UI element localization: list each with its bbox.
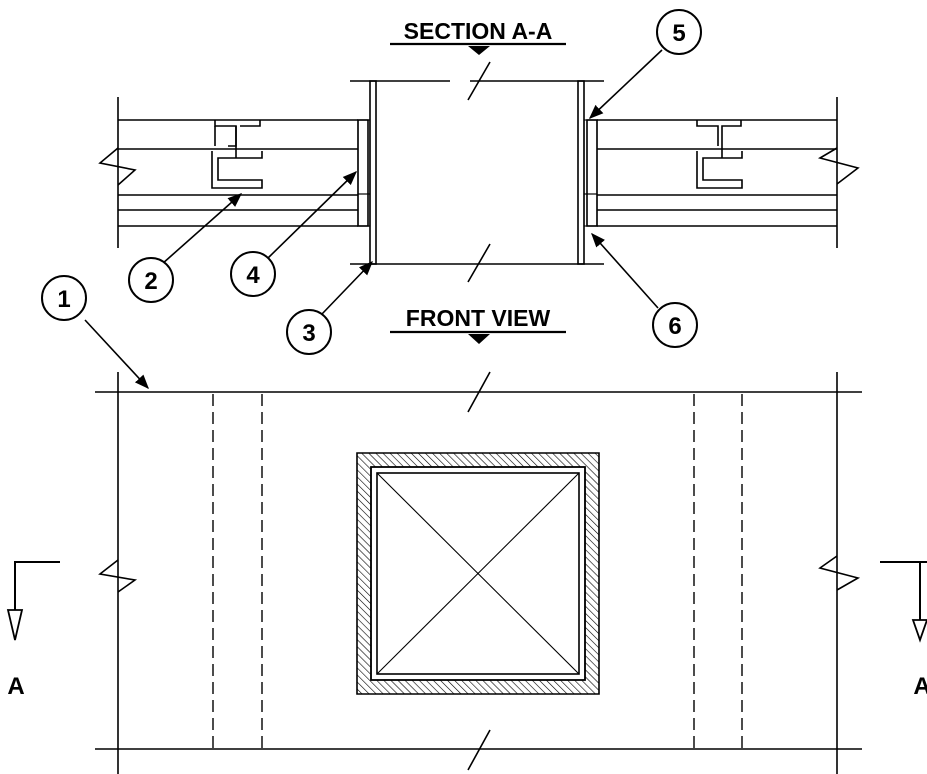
callout-4: 4: [230, 170, 358, 297]
svg-text:1: 1: [57, 286, 70, 313]
break-line-bottom: [467, 243, 491, 283]
callout-6: 6: [591, 232, 698, 348]
section-marker-left: A: [6, 561, 60, 700]
duct-wall-right: [577, 80, 585, 265]
svg-text:A: A: [7, 673, 24, 700]
duct-front: [356, 452, 600, 695]
duct-wall-left: [369, 80, 377, 265]
svg-text:5: 5: [672, 20, 685, 47]
duct-section: [350, 61, 604, 283]
svg-text:4: 4: [246, 262, 260, 289]
svg-text:6: 6: [668, 313, 681, 340]
svg-text:2: 2: [144, 268, 157, 295]
section-title-pointer: [468, 46, 490, 55]
callout-5: 5: [588, 9, 702, 119]
right-wall-assembly: [586, 97, 860, 248]
firestop-sealant-right: [583, 193, 598, 227]
callout-3: 3: [286, 260, 373, 355]
front-view: FRONT VIEW: [95, 305, 862, 774]
section-title: SECTION A-A: [404, 18, 553, 44]
svg-text:A: A: [913, 673, 927, 700]
firestop-sealant-left: [357, 193, 371, 227]
callout-2: 2: [128, 193, 243, 303]
front-view-title: FRONT VIEW: [406, 305, 551, 331]
left-wall-assembly: [98, 97, 369, 248]
firestop-insulation-right: [583, 119, 598, 195]
section-a-a-view: SECTION A-A: [98, 18, 860, 283]
svg-text:3: 3: [302, 320, 315, 347]
section-marker-right: A: [880, 561, 927, 700]
callout-1: 1: [41, 275, 149, 390]
front-view-pointer: [468, 334, 490, 344]
